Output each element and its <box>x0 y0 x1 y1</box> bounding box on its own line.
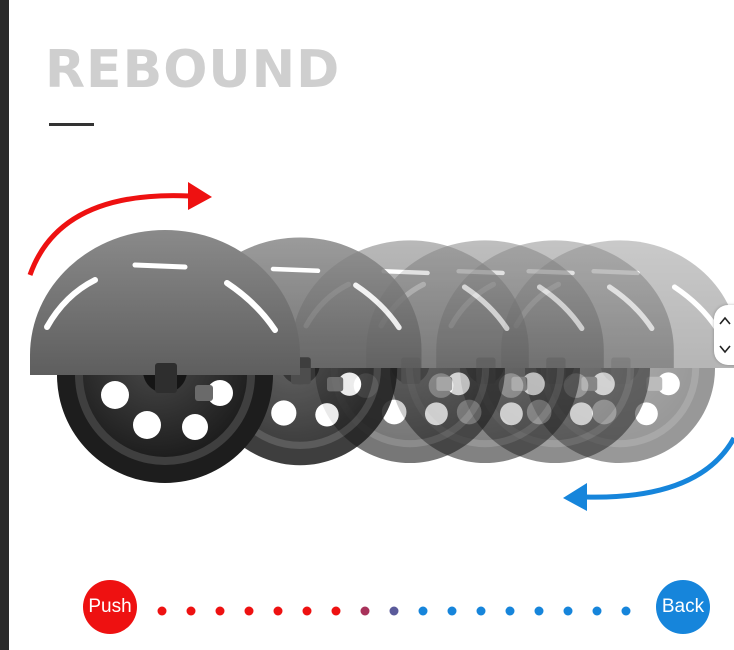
progress-dot <box>447 606 457 616</box>
page-title: REBOUND <box>45 40 341 100</box>
progress-dot <box>418 606 428 616</box>
chevron-down-icon <box>719 345 731 354</box>
progress-dot <box>186 606 196 616</box>
chevron-up-icon <box>719 316 731 325</box>
progress-dot <box>563 606 573 616</box>
scroll-down-button[interactable] <box>714 336 734 362</box>
progress-dot <box>592 606 602 616</box>
title-underline <box>49 123 94 126</box>
progress-dot <box>621 606 631 616</box>
progress-dot <box>360 606 370 616</box>
progress-dot <box>215 606 225 616</box>
progress-dot <box>331 606 341 616</box>
back-badge: Back <box>656 580 710 634</box>
progress-dot <box>157 606 167 616</box>
progress-dot <box>244 606 254 616</box>
progress-dot <box>389 606 399 616</box>
scroll-up-button[interactable] <box>714 308 734 334</box>
push-badge: Push <box>83 580 137 634</box>
progress-dot <box>505 606 515 616</box>
progress-dot <box>302 606 312 616</box>
scroll-control <box>714 305 734 365</box>
progress-dot <box>534 606 544 616</box>
blue-curved-arrow-icon <box>563 436 734 511</box>
progress-dot <box>476 606 486 616</box>
progress-dot <box>273 606 283 616</box>
red-curved-arrow-icon <box>27 182 212 276</box>
left-page-strip <box>0 0 9 650</box>
